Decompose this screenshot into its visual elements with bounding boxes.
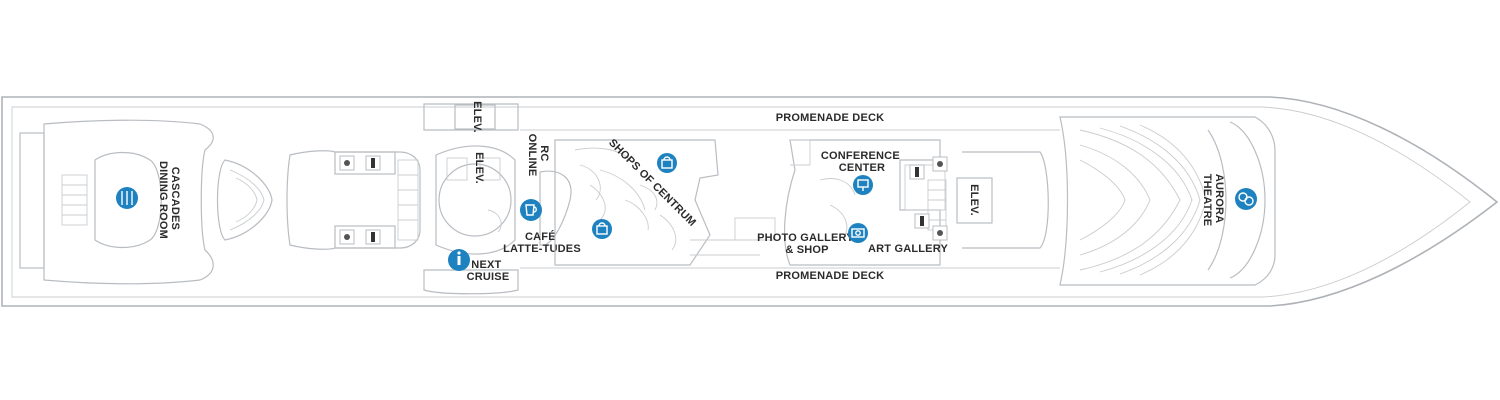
conference-poi[interactable]	[853, 175, 873, 195]
elev-aft-label: ELEV.	[968, 184, 980, 216]
promenade-deck-label-top: PROMENADE DECK	[776, 112, 885, 124]
next-cruise-label: NEXT CRUISE	[467, 259, 510, 283]
cascades-dining-room-area	[19, 119, 273, 285]
aurora-theatre-label: AURORA THEATRE	[1201, 174, 1225, 227]
rc-online-label: RC ONLINE	[526, 134, 550, 177]
cascades-label: CASCADES DINING ROOM	[157, 161, 181, 239]
shop-poi-bottom[interactable]	[592, 219, 612, 239]
next-cruise-box	[423, 269, 519, 295]
shop-poi-top[interactable]	[657, 153, 677, 173]
cafe-area	[539, 164, 601, 246]
conference-restrooms	[909, 156, 948, 241]
cafe-label: CAFÉ LATTE-TUDES	[503, 230, 581, 255]
aft-stair-block	[286, 150, 421, 250]
theatre-poi[interactable]	[1235, 188, 1257, 210]
hull-inner-outline	[11, 106, 1471, 298]
dining-room-poi[interactable]	[116, 187, 138, 209]
photo-gallery-label: PHOTO GALLERY & SHOP	[757, 232, 857, 256]
art-gallery-label: ART GALLERY	[868, 243, 948, 255]
next-cruise-poi[interactable]	[448, 249, 470, 271]
forward-elevator	[956, 151, 1049, 249]
conference-label: CONFERENCE CENTER	[821, 150, 903, 174]
promenade-deck-label-bottom: PROMENADE DECK	[776, 270, 885, 282]
shops-of-centrum-area	[554, 139, 776, 266]
conference-area	[783, 139, 947, 266]
cafe-poi[interactable]	[520, 199, 542, 221]
restroom-icon	[339, 155, 381, 245]
elev-round-label: ELEV.	[473, 152, 485, 184]
aurora-theatre-area	[1059, 116, 1276, 286]
elev-top-label: ELEV.	[471, 101, 483, 133]
ship-hull	[1, 96, 1499, 307]
elevator-top-box	[423, 103, 519, 131]
photo-gallery-poi[interactable]	[848, 223, 868, 243]
